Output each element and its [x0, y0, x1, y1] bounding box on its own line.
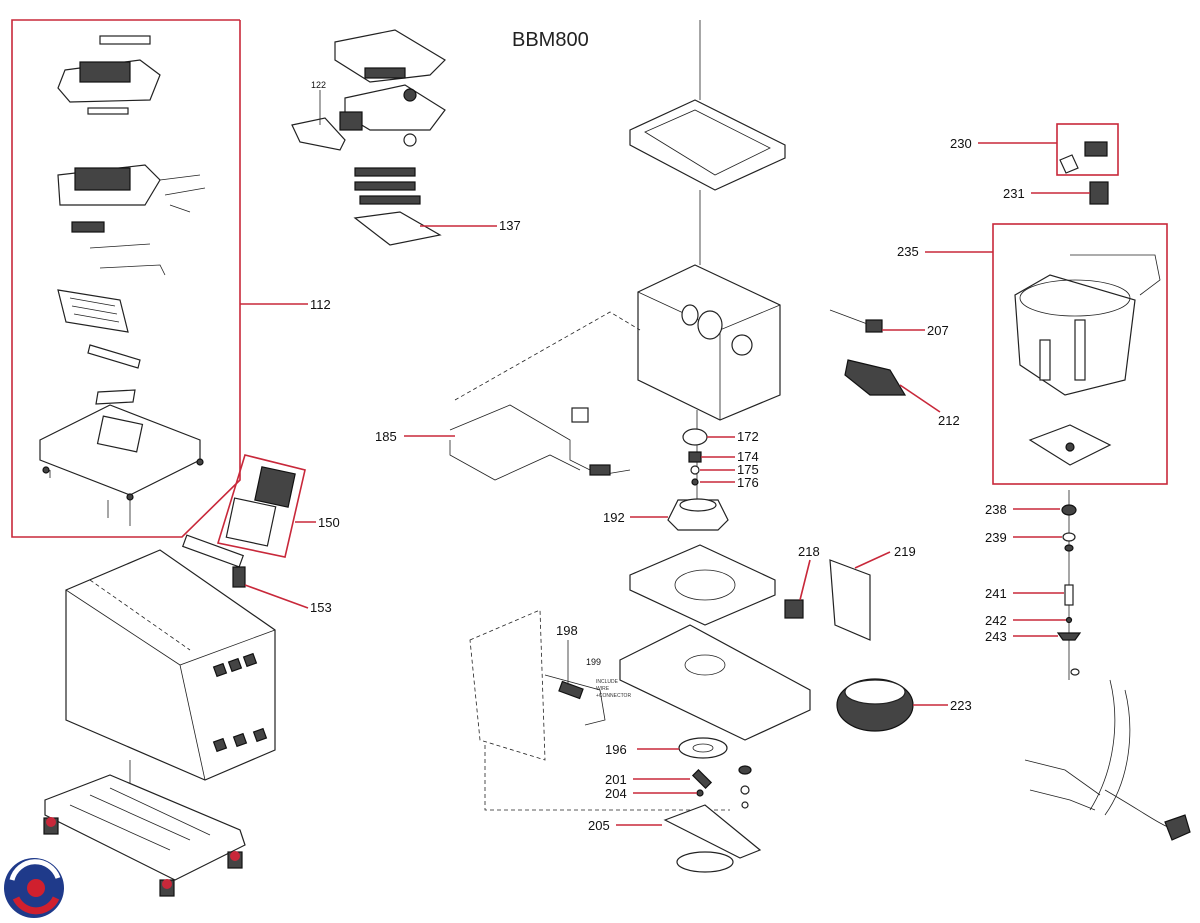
note-199-line1: INCLUDE — [596, 679, 619, 685]
label-239: 239 — [985, 530, 1007, 545]
label-242: 242 — [985, 613, 1007, 628]
label-175: 175 — [737, 462, 759, 477]
label-219: 219 — [894, 544, 916, 559]
label-218: 218 — [798, 544, 820, 559]
label-122: 122 — [311, 80, 326, 90]
label-238: 238 — [985, 502, 1007, 517]
motor-223-group: 223 — [836, 678, 972, 732]
bake-chamber-group — [629, 20, 786, 421]
label-198: 198 — [556, 623, 578, 638]
label-153: 153 — [310, 600, 332, 615]
label-199: 199 — [586, 657, 601, 667]
part-192-group: 192 — [603, 498, 729, 531]
pan-group: 230 231 235 238 239 241 242 243 — [897, 123, 1168, 680]
label-243: 243 — [985, 629, 1007, 644]
label-150: 150 — [318, 515, 340, 530]
label-192: 192 — [603, 510, 625, 525]
label-235: 235 — [897, 244, 919, 259]
housing-group: 153 — [65, 534, 332, 781]
base-plate-group — [43, 760, 246, 897]
label-137: 137 — [499, 218, 521, 233]
label-176: 176 — [737, 475, 759, 490]
label-230: 230 — [950, 136, 972, 151]
label-174: 174 — [737, 449, 759, 464]
label-204: 204 — [605, 786, 627, 801]
label-241: 241 — [985, 586, 1007, 601]
label-112: 112 — [310, 297, 331, 312]
power-cord-group — [1024, 679, 1191, 841]
lid-assembly-group: 112 — [11, 19, 331, 538]
part-212-group: 212 — [844, 359, 960, 428]
label-201: 201 — [605, 772, 627, 787]
control-panel-group: 122 137 — [291, 29, 521, 246]
chassis-group — [469, 544, 811, 811]
part-218-219-group: 218 219 — [784, 544, 916, 641]
part-198-group: 198 199 INCLUDE WIRE +CONNECTOR — [556, 623, 631, 700]
diagram-title: BBM800 — [512, 29, 589, 51]
heating-element-group: 185 — [375, 311, 641, 481]
label-231: 231 — [1003, 186, 1025, 201]
label-185: 185 — [375, 429, 397, 444]
label-196: 196 — [605, 742, 627, 757]
brand-logo-icon — [4, 858, 64, 918]
note-199-line3: +CONNECTOR — [596, 693, 631, 699]
label-172: 172 — [737, 429, 759, 444]
shaft-parts-group: 172 174 175 176 — [682, 410, 759, 500]
label-205: 205 — [588, 818, 610, 833]
pulley-belt-group: 196 201 204 205 — [588, 737, 762, 873]
label-207: 207 — [927, 323, 949, 338]
label-223: 223 — [950, 698, 972, 713]
part-207-group: 207 — [829, 309, 949, 338]
label-212: 212 — [938, 413, 960, 428]
note-199-line2: WIRE — [596, 686, 610, 692]
latch-group-150: 150 — [216, 454, 340, 558]
